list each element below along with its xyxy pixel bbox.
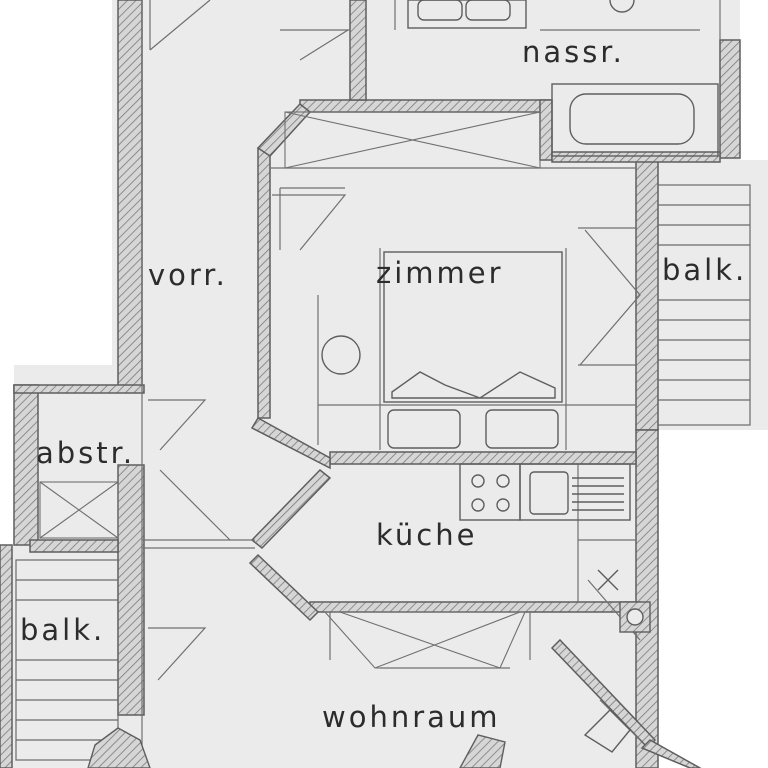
diagonal-walls — [248, 102, 702, 768]
room-label-balk-left: balk. — [20, 613, 105, 647]
room-label-kueche: küche — [376, 518, 477, 552]
living-fixtures — [87, 709, 631, 768]
room-labels: nassr. zimmer vorr. balk. abstr. küche b… — [20, 35, 747, 734]
door-swings — [148, 0, 641, 741]
storage-crosses — [39, 111, 541, 669]
balcony-treads — [15, 184, 751, 761]
room-label-nassr: nassr. — [522, 35, 625, 69]
room-label-balk-right: balk. — [662, 253, 747, 287]
room-label-zimmer: zimmer — [376, 256, 504, 290]
bathroom-fixtures — [407, 0, 719, 157]
room-label-wohnraum: wohnraum — [322, 700, 501, 734]
walls — [0, 0, 741, 768]
room-label-vorr: vorr. — [148, 258, 228, 292]
room-label-abstr: abstr. — [36, 436, 135, 470]
kitchen-fixtures — [459, 463, 651, 633]
bed — [321, 251, 563, 449]
